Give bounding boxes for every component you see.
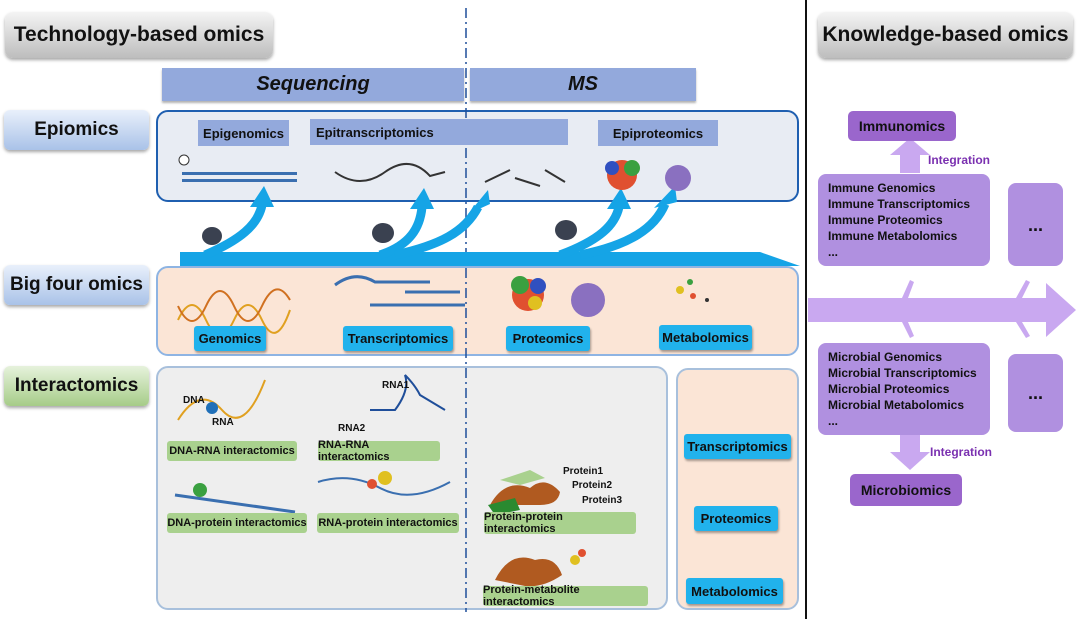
sequencing-header: Sequencing [162,68,464,101]
immune-item-0: Immune Genomics [828,181,936,195]
technology-omics-header: Technology-based omics [5,12,273,58]
rna-protein-strand [317,477,451,496]
dna-helix-graphic [177,288,291,336]
rna-protein-interactomics-label: RNA-protein interactomics [317,513,459,533]
microbiomics-box: Microbiomics [850,474,962,506]
epigenome-strand-graphic [178,154,297,182]
proteomics-blob-2 [571,283,605,317]
protein3-text: Protein3 [582,495,623,506]
dna-rna-interactomics-label: DNA-RNA interactomics [167,441,297,461]
integration-arrow-down [890,432,930,470]
protein-protein-interactomics-label: Protein-protein interactomics [484,511,636,535]
integration-bottom-label: Integration [930,445,992,459]
proteomics-label: Proteomics [506,326,590,351]
branch-down-2 [1016,322,1030,338]
marker-dot-3 [555,220,577,240]
epiomics-label: Epiomics [4,110,149,150]
flow-arrow-1 [203,203,267,260]
dna-text: DNA [183,395,205,406]
transcript-strand [334,275,465,307]
metabolite-dots [676,279,709,302]
protein1-text: Protein1 [563,466,604,477]
ms-header: MS [470,68,696,101]
integration-top-label: Integration [928,153,990,167]
side-metabolomics-label: Metabolomics [686,578,783,604]
flow-arrow-5 [579,202,670,260]
arrow-head-5 [654,186,677,208]
marker-dot-2 [372,223,394,243]
microbial-item-2: Microbial Proteomics [828,382,950,396]
epiproteomics-label: Epiproteomics [598,120,718,146]
transcriptomics-label: Transcriptomics [343,326,453,351]
flow-arrows [203,202,670,260]
immune-item-1: Immune Transcriptomics [828,197,971,211]
side-transcriptomics-label: Transcriptomics [684,434,791,459]
marker-dot-1 [202,227,222,245]
microbial-item-3: Microbial Metabolomics [828,398,965,412]
arrow-head-3 [468,190,490,214]
genomics-label: Genomics [194,326,266,351]
immune-item-3: Immune Metabolomics [828,229,958,243]
knowledge-flow-arrow [808,283,1076,337]
immune-ellipsis-box: ... [1008,183,1063,266]
ms-rna-fragments [484,169,566,187]
microbial-item-0: Microbial Genomics [828,350,943,364]
flow-arrow-3 [394,204,482,260]
protein2-text: Protein2 [572,480,613,491]
arrow-head-1 [250,186,274,207]
big-four-omics-label: Big four omics [4,265,149,305]
integration-arrow-up [890,138,930,173]
flow-arrow-2 [378,206,427,260]
epitranscriptome-wave [334,163,446,182]
rna2-text: RNA2 [338,423,366,434]
microbial-omics-box: Microbial Genomics Microbial Transcripto… [818,343,990,435]
microbial-ellipsis-box: ... [1008,354,1063,432]
microbial-item-1: Microbial Transcriptomics [828,366,977,380]
protein-blob-2 [665,165,691,191]
ppi-blob [490,482,560,505]
rna-rna-interactomics-label: RNA-RNA interactomics [318,439,440,463]
microbial-item-4: ... [828,414,839,428]
dna-protein-strand [174,493,296,514]
interactomics-label: Interactomics [4,366,149,406]
rna-text: RNA [212,417,234,428]
protein-metabolite-interactomics-label: Protein-metabolite interactomics [483,584,648,608]
immunomics-box: Immunomics [848,111,956,141]
rna1-text: RNA1 [382,380,410,391]
metabolomics-label: Metabolomics [659,325,752,350]
branch-up-1 [902,280,914,298]
arrow-head-4 [607,188,631,209]
rna-rna-hairpin [370,374,446,411]
branch-down-1 [902,322,914,338]
dna-rna-helix [177,379,266,421]
omics-flow-wedge [180,252,800,266]
epitranscriptomics-label: Epitranscriptomics [310,119,568,145]
epigenomics-label: Epigenomics [198,120,289,146]
immune-item-2: Immune Proteomics [828,213,943,227]
branch-up-2 [1016,280,1030,298]
immune-omics-box: Immune Genomics Immune Transcriptomics I… [818,174,990,266]
arrow-head-2 [410,188,434,209]
flow-arrow-4 [558,205,624,260]
knowledge-omics-header: Knowledge-based omics [818,12,1073,58]
immune-item-4: ... [828,245,839,259]
dna-protein-interactomics-label: DNA-protein interactomics [167,513,307,533]
pmi-blob [495,557,562,587]
side-proteomics-label: Proteomics [694,506,778,531]
